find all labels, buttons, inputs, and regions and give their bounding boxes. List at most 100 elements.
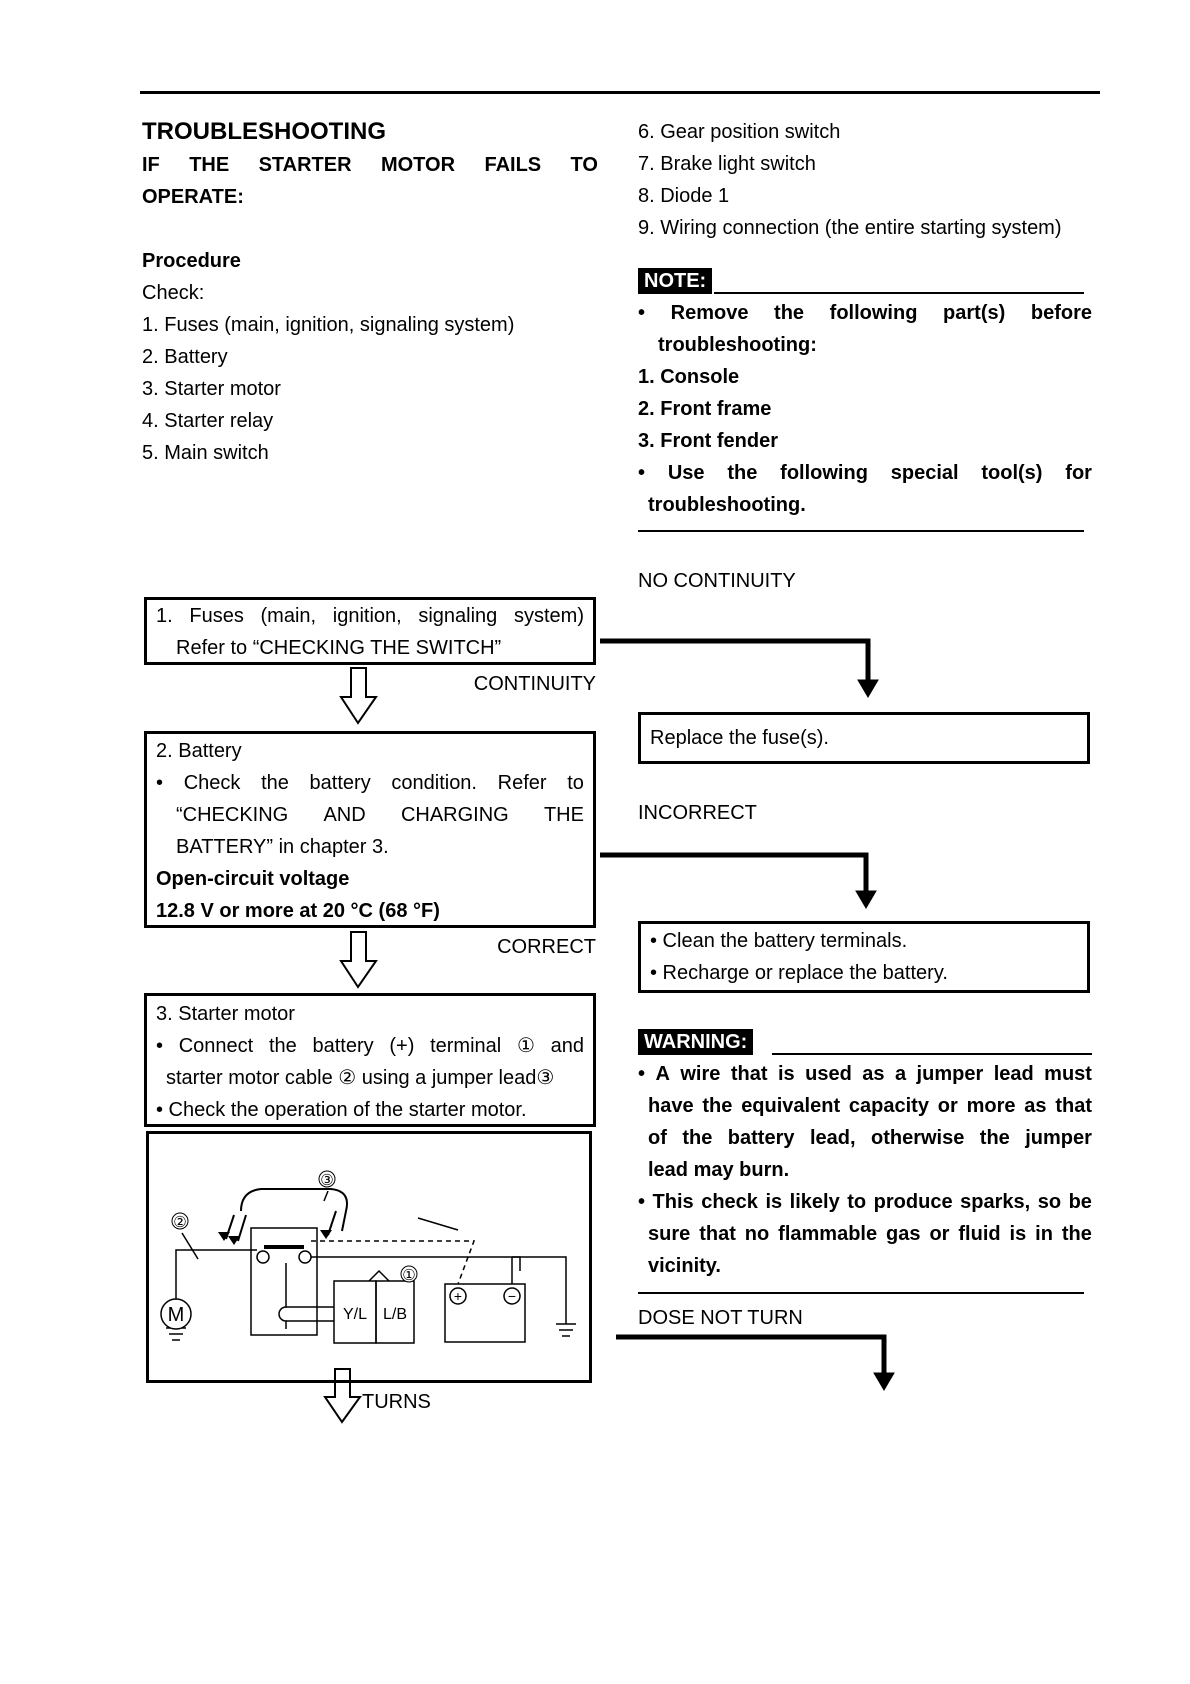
step3-box <box>144 993 596 1127</box>
word: otherwise <box>870 1127 965 1149</box>
note-line: troubleshooting: <box>658 334 817 356</box>
callout-2: ② <box>173 1214 186 1231</box>
step3-line2: starter motor cable ② using a jumper lea… <box>166 1067 555 1089</box>
word: special <box>890 462 959 484</box>
warning-rule-top <box>772 1053 1092 1055</box>
word: THE <box>543 804 584 826</box>
motor-label: M <box>168 1304 185 1326</box>
warning-rule-bottom <box>638 1292 1084 1294</box>
step2-fix-box <box>638 921 1090 993</box>
word: • <box>638 302 646 324</box>
word: A <box>655 1063 670 1085</box>
word: • <box>156 772 164 794</box>
word: the <box>268 1035 297 1057</box>
word: equivalent <box>741 1095 841 1117</box>
incorrect-arrow <box>600 852 877 909</box>
check-item: 4. Starter relay <box>142 410 274 432</box>
word: is <box>1009 1223 1027 1245</box>
step2-yes-label: CORRECT <box>497 936 596 958</box>
word: or <box>929 1223 950 1245</box>
word: lead, <box>809 1127 856 1149</box>
word: as <box>862 1063 885 1085</box>
word: TO <box>570 154 598 176</box>
word: MOTOR <box>380 154 456 176</box>
word: a <box>894 1063 907 1085</box>
word: of <box>648 1127 667 1149</box>
check-item: 9. Wiring connection (the entire startin… <box>638 217 1062 239</box>
word: gas <box>886 1223 921 1245</box>
word: used <box>805 1063 852 1085</box>
word: is <box>765 1191 783 1213</box>
word: so <box>1037 1191 1062 1213</box>
relay-label-left: Y/L <box>343 1306 367 1323</box>
word: (main, <box>260 605 317 627</box>
word: condition. <box>391 772 477 794</box>
callout-3: ③ <box>320 1172 333 1189</box>
word: in <box>1035 1223 1053 1245</box>
word: 1. <box>156 605 173 627</box>
check-label: Check: <box>142 282 205 304</box>
check-item: 2. Battery <box>142 346 228 368</box>
top-rule <box>140 91 1100 94</box>
step3-line3: • Check the operation of the starter mot… <box>156 1099 527 1121</box>
check-item: 3. Starter motor <box>142 378 281 400</box>
no-continuity-arrow <box>600 638 879 698</box>
word: more <box>966 1095 1016 1117</box>
word: the <box>727 462 758 484</box>
word: FAILS <box>484 154 542 176</box>
check-item: 6. Gear position switch <box>638 121 841 143</box>
step1-fix-box <box>638 712 1090 764</box>
word: sure <box>648 1223 691 1245</box>
step2-line2: “CHECKING AND CHARGING THE <box>176 799 584 831</box>
word: AND <box>323 804 366 826</box>
word: for <box>1065 462 1092 484</box>
word: produce <box>873 1191 953 1213</box>
continuity-down-arrow <box>339 667 378 725</box>
word: • <box>638 462 646 484</box>
step1-yes-label: CONTINUITY <box>473 673 596 695</box>
callout-1: ① <box>402 1267 415 1284</box>
word: Fuses <box>189 605 244 627</box>
check-item: 8. Diode 1 <box>638 185 730 207</box>
word: CHARGING <box>400 804 509 826</box>
step2-title: 2. Battery <box>156 740 242 762</box>
note-part: 3. Front fender <box>638 430 779 452</box>
step3-no-label: DOSE NOT TURN <box>638 1307 803 1329</box>
note-line: troubleshooting. <box>648 494 806 516</box>
word: have <box>648 1095 694 1117</box>
step2-fix: • Clean the battery terminals. <box>650 930 908 952</box>
step2-no-label: INCORRECT <box>638 802 757 824</box>
word: wire <box>680 1063 721 1085</box>
step2-box <box>144 731 596 928</box>
step1-fix: Replace the fuse(s). <box>650 727 829 749</box>
word: “CHECKING <box>176 804 289 826</box>
word: that <box>699 1223 736 1245</box>
word: following <box>829 302 918 324</box>
step1-line2: Refer to “CHECKING THE SWITCH” <box>176 637 502 659</box>
word: the <box>774 302 805 324</box>
battery-minus: − <box>508 1288 516 1304</box>
warning-line: lead may burn. <box>648 1159 790 1181</box>
turns-down-arrow <box>323 1368 362 1424</box>
step2-line3: BATTERY” in chapter 3. <box>176 836 389 858</box>
word: Use <box>667 462 705 484</box>
step2-spec-value: 12.8 V or more at 20 °C (68 °F) <box>156 900 440 922</box>
word: check <box>701 1191 758 1213</box>
word: • <box>638 1191 646 1213</box>
step2-fix: • Recharge or replace the battery. <box>650 962 948 984</box>
page-title: TROUBLESHOOTING <box>142 118 386 145</box>
subtitle-line2: OPERATE: <box>142 186 244 208</box>
word: the <box>1061 1223 1092 1245</box>
word: signaling <box>418 605 498 627</box>
note-part: 2. Front frame <box>638 398 772 420</box>
word: part(s) <box>943 302 1006 324</box>
word: Check <box>183 772 241 794</box>
word: to <box>847 1191 867 1213</box>
warning-line: vicinity. <box>648 1255 721 1277</box>
word: • <box>156 1035 164 1057</box>
